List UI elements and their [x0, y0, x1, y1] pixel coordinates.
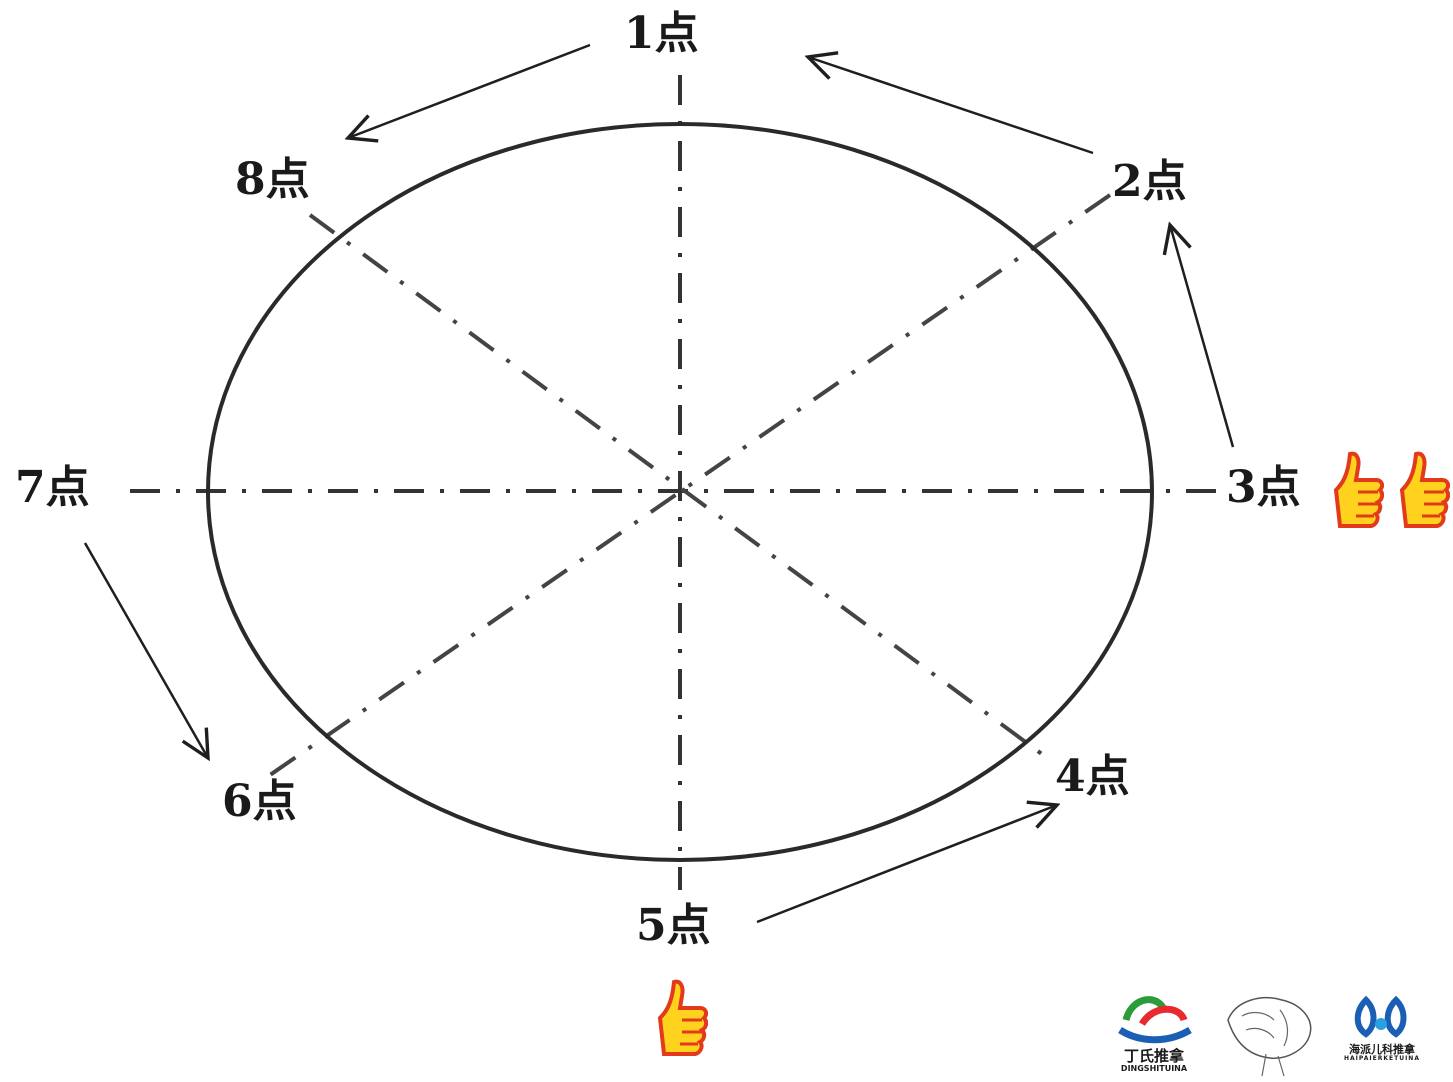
thumbs-up-icon	[1394, 450, 1450, 540]
point-label-3: 3点	[1226, 466, 1301, 510]
point-label-4: 4点	[1055, 755, 1130, 799]
arrow-5-to-4	[757, 805, 1057, 922]
thumbs-up-icon	[1328, 450, 1384, 540]
haipai-logo-subtitle: HAIPAIERKETUINA	[1326, 1056, 1438, 1063]
arrow-1-to-8	[348, 45, 590, 138]
point-label-6: 6点	[222, 780, 297, 824]
diagonal-axis-2-6	[270, 195, 1110, 775]
ding-logo: 丁氏推拿 DINGSHITUINA	[1112, 990, 1196, 1073]
arrow-3-to-2	[1170, 225, 1233, 447]
ding-logo-subtitle: DINGSHITUINA	[1112, 1065, 1196, 1074]
point-label-5: 5点	[636, 904, 711, 948]
haipai-logo-mark	[1326, 996, 1438, 1040]
haipai-logo: 海派儿科推拿 HAIPAIERKETUINA	[1326, 996, 1438, 1063]
point-label-1: 1点	[624, 12, 699, 56]
point-label-2: 2点	[1112, 160, 1187, 204]
point-label-7: 7点	[15, 466, 90, 510]
arrow-2-to-1	[808, 57, 1093, 153]
point-label-8: 8点	[235, 158, 310, 202]
arrow-7-to-6	[85, 543, 208, 758]
thumbs-up-icon	[652, 978, 708, 1068]
sketch-illustration	[1222, 990, 1318, 1078]
ding-logo-title: 丁氏推拿	[1112, 1048, 1196, 1065]
ding-logo-mark	[1112, 990, 1196, 1044]
